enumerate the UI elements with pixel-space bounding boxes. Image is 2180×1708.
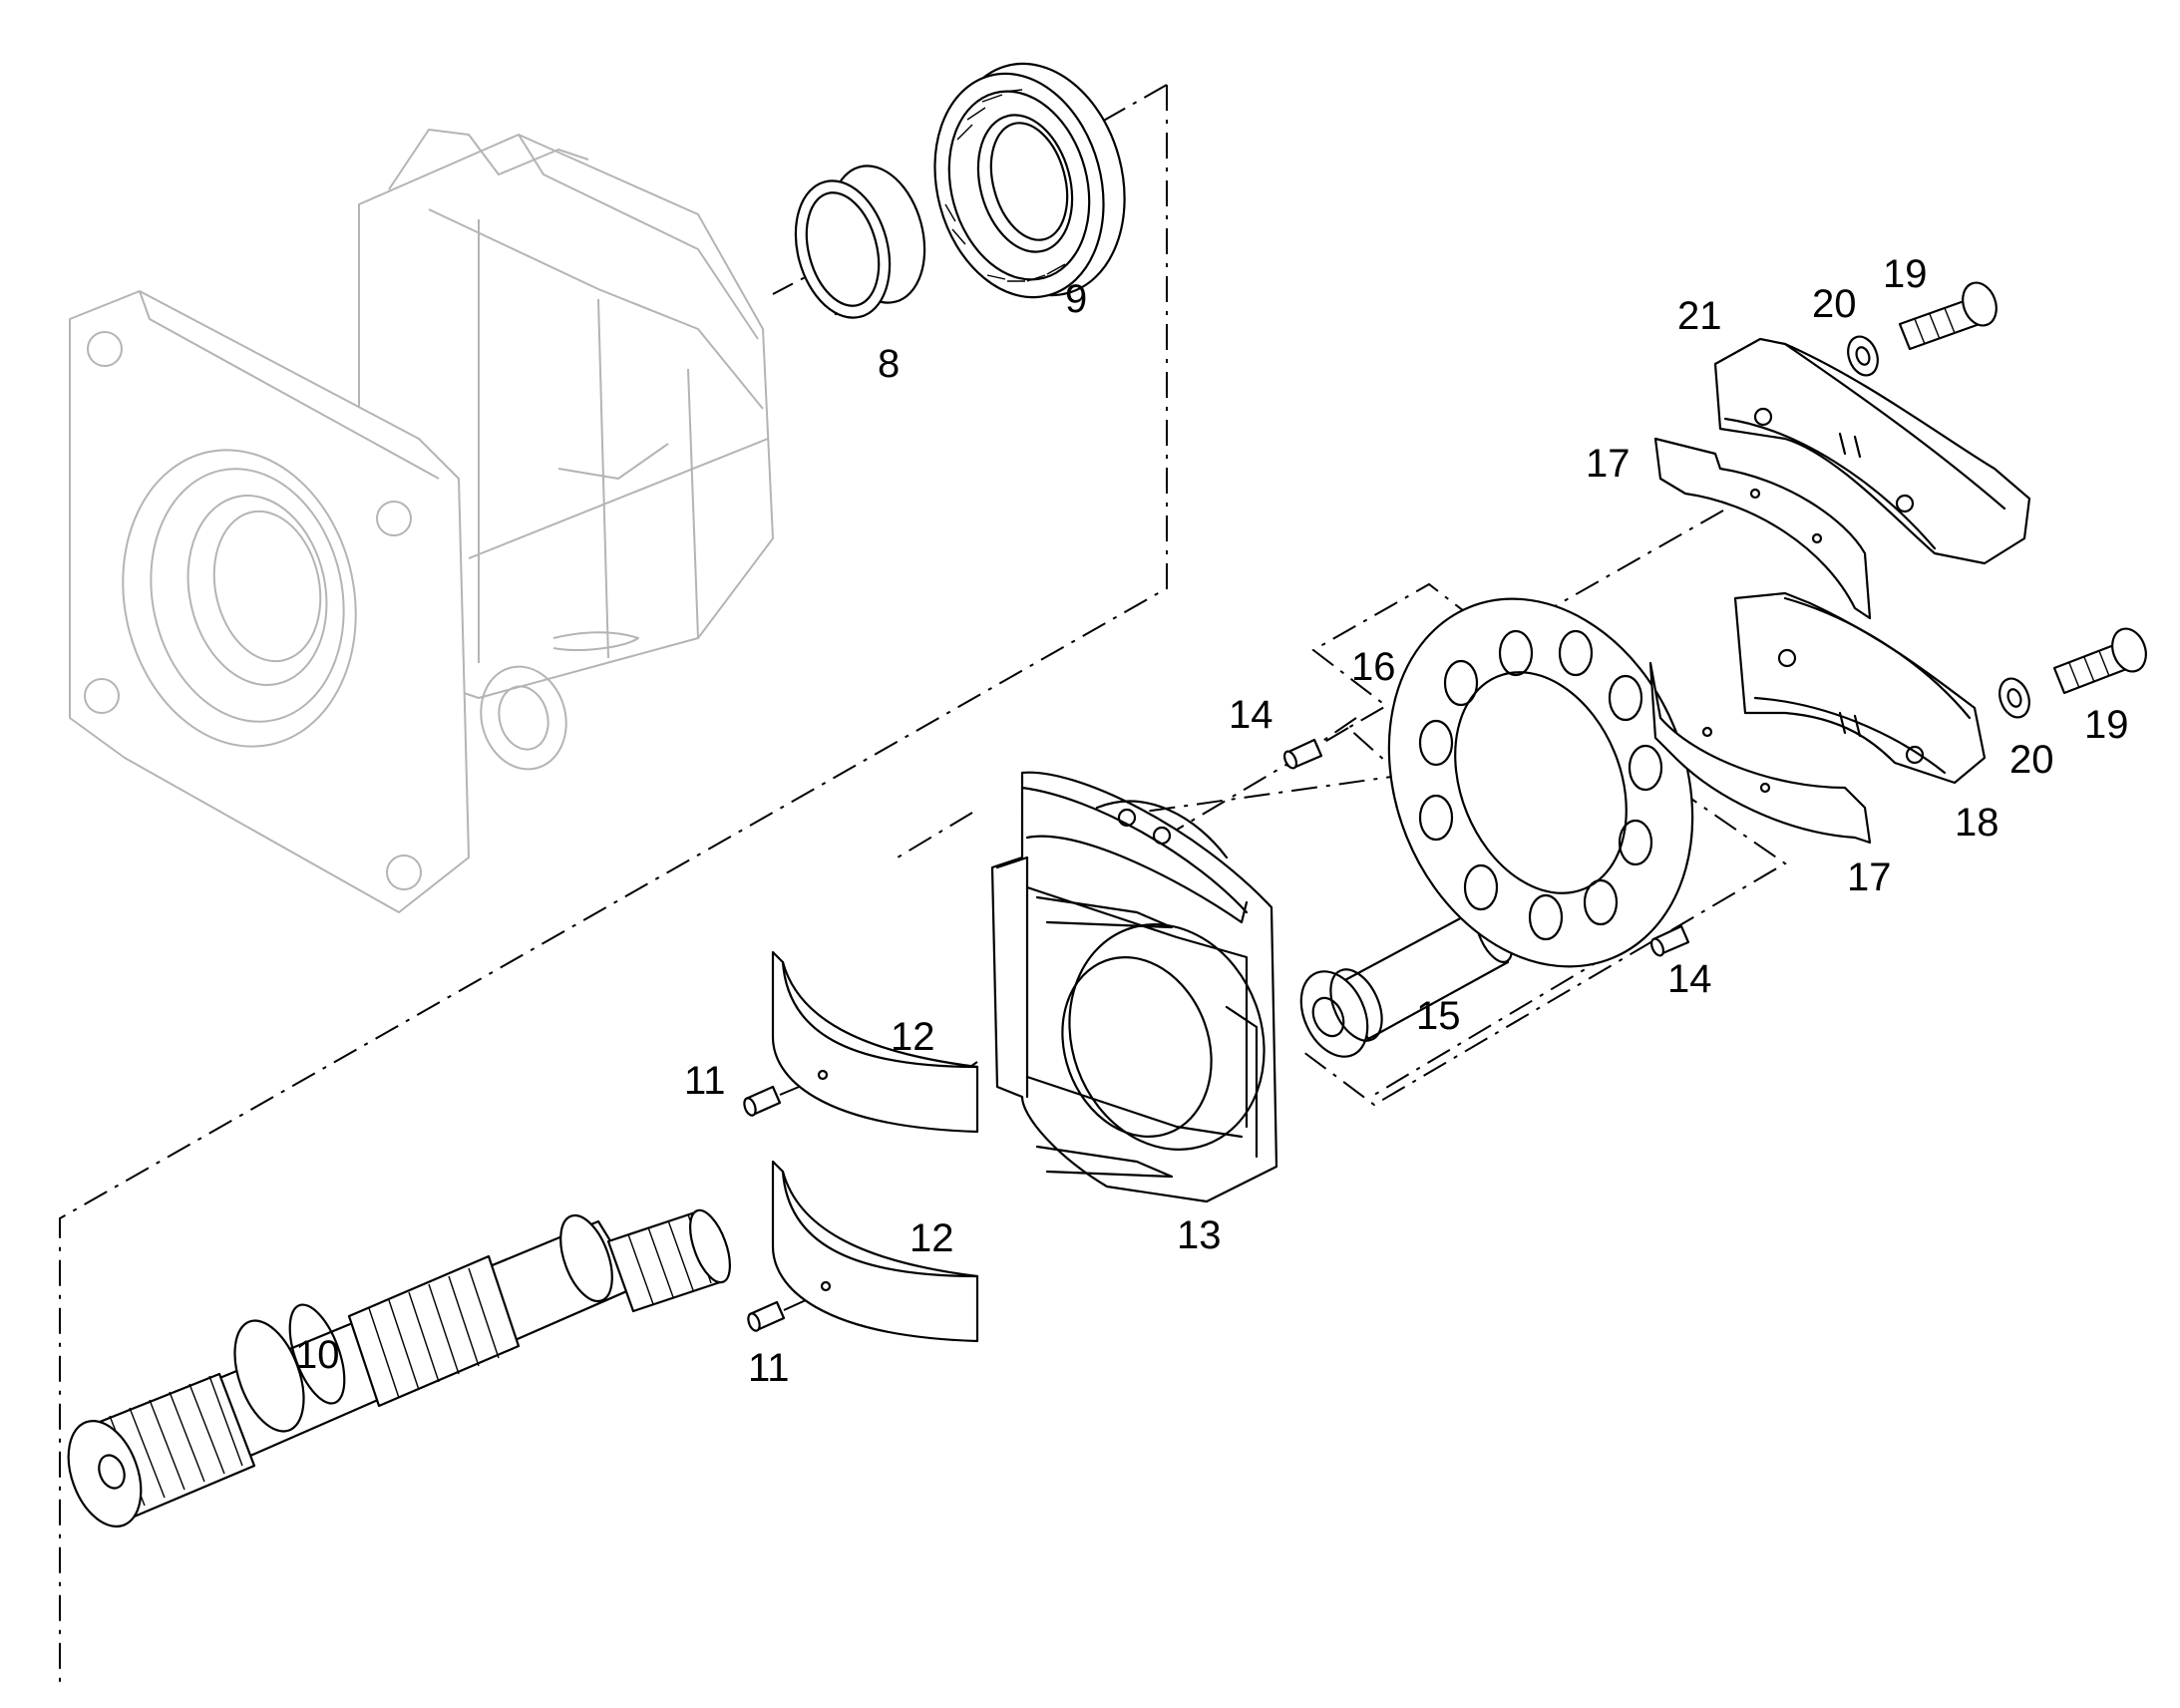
callout-12-upper: 12 — [891, 1015, 935, 1059]
callout-8: 8 — [878, 342, 900, 386]
retainer-plate-part-16 — [1387, 597, 1694, 968]
callout-10: 10 — [295, 1333, 340, 1377]
roller-bearing-part-9 — [933, 62, 1126, 299]
drive-shaft-part-10 — [67, 1208, 731, 1529]
callout-19-lower: 19 — [2084, 703, 2129, 747]
callout-17-lower: 17 — [1847, 855, 1892, 899]
callout-14-upper: 14 — [1229, 693, 1273, 737]
bushing-part-8 — [794, 165, 926, 319]
callout-17-upper: 17 — [1586, 442, 1631, 486]
callout-13: 13 — [1177, 1213, 1222, 1257]
callout-12-lower: 12 — [909, 1216, 954, 1260]
shim-part-17-upper — [1653, 437, 1872, 620]
callout-21: 21 — [1677, 294, 1722, 338]
callout-15: 15 — [1416, 994, 1461, 1038]
callout-20-upper: 20 — [1812, 282, 1857, 326]
pin-part-14-lower — [1649, 924, 1690, 957]
bearing-shell-part-12-upper — [771, 950, 979, 1134]
shim-part-17-lower — [1648, 661, 1872, 845]
guide-block-part-21 — [1713, 337, 2031, 565]
bearing-shell-part-12-lower — [771, 1160, 979, 1343]
motor-housing — [69, 129, 774, 913]
callout-20-lower: 20 — [2009, 738, 2054, 782]
washer-part-20-lower — [1998, 677, 2030, 719]
callout-11-lower: 11 — [748, 1346, 790, 1390]
plate-holes — [1418, 629, 1663, 941]
callout-18: 18 — [1955, 801, 1999, 845]
cradle-part-13 — [990, 771, 1278, 1203]
dowel-pin-part-11-upper — [743, 1074, 829, 1117]
pin-part-14-upper — [1282, 738, 1323, 770]
cap-screw-part-19-upper — [1898, 281, 1998, 351]
callout-11-upper: 11 — [684, 1059, 726, 1103]
callout-14-lower: 14 — [1667, 957, 1712, 1001]
guide-block-part-18 — [1733, 591, 1987, 785]
callout-16: 16 — [1351, 645, 1396, 689]
callout-9: 9 — [1065, 277, 1087, 321]
washer-part-20-upper — [1847, 335, 1879, 377]
callout-labels: 8 9 10 11 11 12 12 13 14 14 15 16 17 17 … — [295, 252, 2129, 1390]
cap-screw-part-19-lower — [2052, 627, 2147, 695]
callout-19-upper: 19 — [1883, 252, 1928, 296]
